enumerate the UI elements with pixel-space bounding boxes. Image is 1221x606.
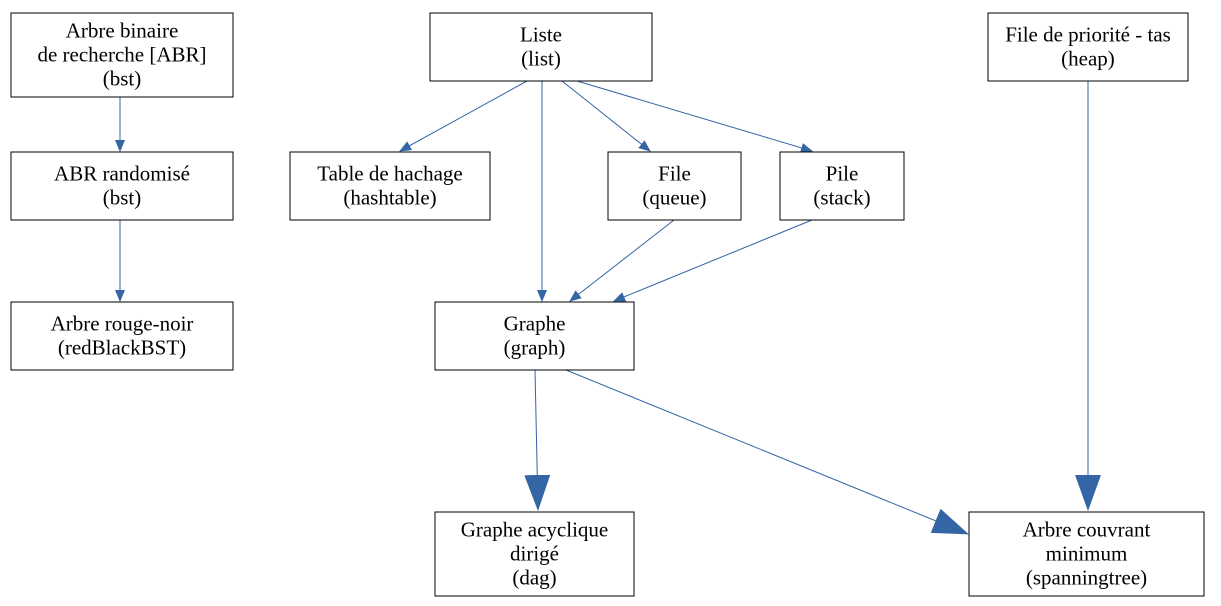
node-label-line: Graphe acyclique	[461, 518, 609, 542]
node-box	[779, 151, 905, 221]
node-label-line: (spanningtree)	[1026, 566, 1147, 590]
node-label-line: (redBlackBST)	[58, 336, 186, 360]
node-label-line: Pile	[826, 162, 859, 186]
node-label-line: (heap)	[1061, 47, 1115, 71]
node-list: Liste(list)	[429, 12, 653, 82]
node-label-line: Arbre rouge-noir	[51, 312, 194, 336]
edges-layer	[115, 80, 1101, 535]
node-label-line: (bst)	[103, 67, 142, 91]
node-box	[434, 511, 635, 597]
node-label-line: (queue)	[642, 186, 706, 210]
node-label-line: (list)	[521, 47, 561, 71]
node-box	[10, 301, 234, 371]
node-box	[607, 151, 742, 221]
node-box	[10, 151, 234, 221]
node-label-line: dirigé	[510, 542, 559, 566]
edge-graph-to-dag	[524, 369, 551, 511]
node-box	[429, 12, 653, 82]
node-label-line: ABR randomisé	[54, 162, 190, 186]
node-label-line: Table de hachage	[317, 162, 462, 186]
edge-stack-to-graph	[613, 219, 813, 302]
node-graph: Graphe(graph)	[434, 301, 635, 371]
node-label-line: Graphe	[504, 312, 566, 336]
node-box	[434, 301, 635, 371]
node-label-line: (dag)	[512, 566, 556, 590]
edge-graph-to-spanningtree	[565, 369, 969, 535]
node-box	[10, 12, 234, 98]
node-label-line: Arbre couvrant	[1023, 518, 1151, 542]
node-label-line: Liste	[520, 23, 562, 47]
node-label-line: (hashtable)	[343, 186, 436, 210]
edge-list-to-queue	[561, 80, 651, 152]
node-label-line: (graph)	[504, 336, 566, 360]
node-box	[289, 151, 491, 221]
node-label-line: File	[658, 162, 691, 186]
edge-list-to-hashtable	[399, 80, 528, 152]
node-redblack: Arbre rouge-noir(redBlackBST)	[10, 301, 234, 371]
node-random-bst: ABR randomisé(bst)	[10, 151, 234, 221]
node-stack: Pile(stack)	[779, 151, 905, 221]
node-hashtable: Table de hachage(hashtable)	[289, 151, 491, 221]
node-label-line: Arbre binaire	[66, 19, 179, 43]
node-label-line: de recherche [ABR]	[37, 43, 206, 67]
edge-list-to-stack	[576, 80, 813, 153]
edge-queue-to-graph	[569, 219, 675, 302]
node-label-line: (bst)	[103, 186, 142, 210]
node-label-line: minimum	[1046, 542, 1128, 566]
node-heap: File de priorité - tas(heap)	[987, 12, 1189, 82]
node-box	[968, 511, 1205, 597]
node-label-line: (stack)	[813, 186, 870, 210]
node-queue: File(queue)	[607, 151, 742, 221]
node-box	[987, 12, 1189, 82]
node-label-line: File de priorité - tas	[1005, 23, 1171, 47]
